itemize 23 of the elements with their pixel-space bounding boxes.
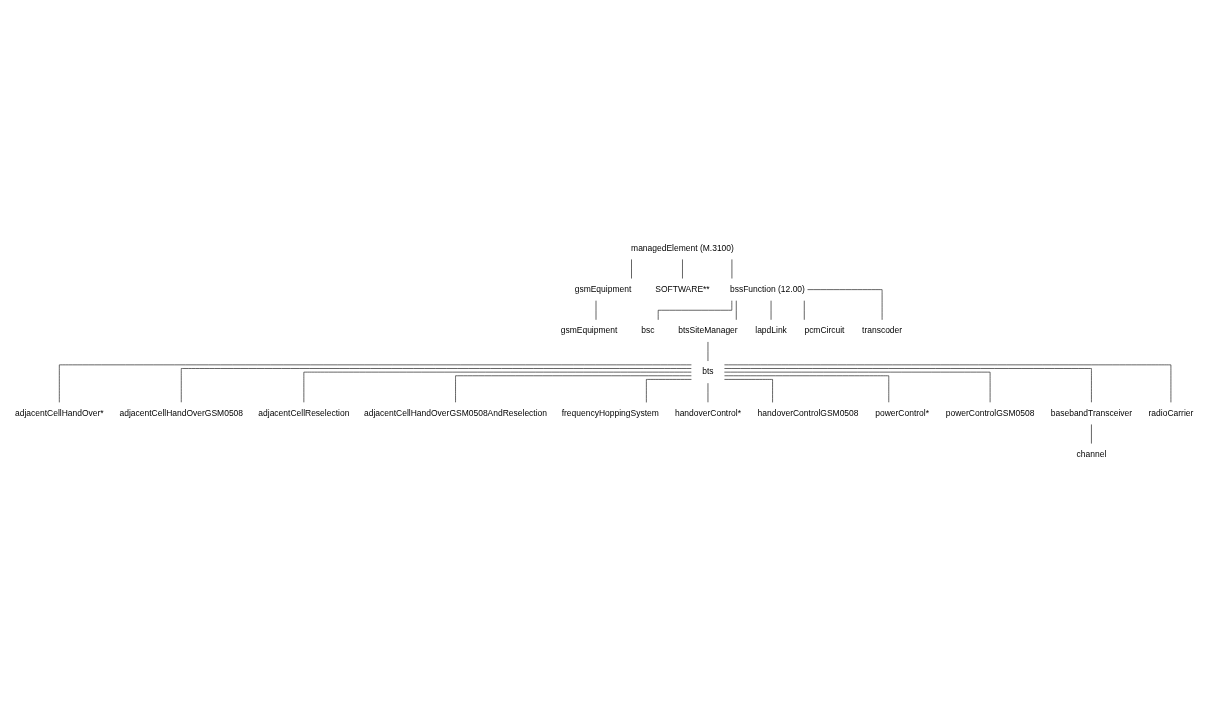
node-text: bsc	[641, 324, 655, 335]
node-text: channel	[1076, 448, 1107, 459]
node-text: adjacentCellReselection	[258, 407, 350, 418]
node-text: gsmEquipment	[560, 324, 618, 335]
node-text: lapdLink	[755, 324, 787, 335]
node-text: handoverControl*	[674, 407, 741, 418]
node-text: bssFunction (12.00)	[729, 283, 805, 294]
node-text: frequencyHoppingSystem	[561, 407, 659, 418]
node-text: adjacentCellHandOverGSM0508AndReselection	[364, 407, 548, 418]
node-text: adjacentCellHandOver*	[14, 407, 104, 418]
node-text: bts	[702, 365, 714, 376]
node-text: managedElement (M.3100)	[631, 242, 734, 253]
node-text: handoverControlGSM0508	[757, 407, 859, 418]
node-text: transcoder	[862, 324, 903, 335]
node-text: btsSiteManager	[678, 324, 738, 335]
node-text: powerControl*	[875, 407, 929, 418]
node-text: SOFTWARE**	[655, 283, 710, 294]
node-text: radioCarrier	[1148, 407, 1194, 418]
node-text: basebandTransceiver	[1050, 407, 1133, 418]
node-text: powerControlGSM0508	[945, 407, 1035, 418]
node-text: pcmCircuit	[804, 324, 845, 335]
node-text: adjacentCellHandOverGSM0508	[119, 407, 244, 418]
node-text: gsmEquipment	[574, 283, 632, 294]
